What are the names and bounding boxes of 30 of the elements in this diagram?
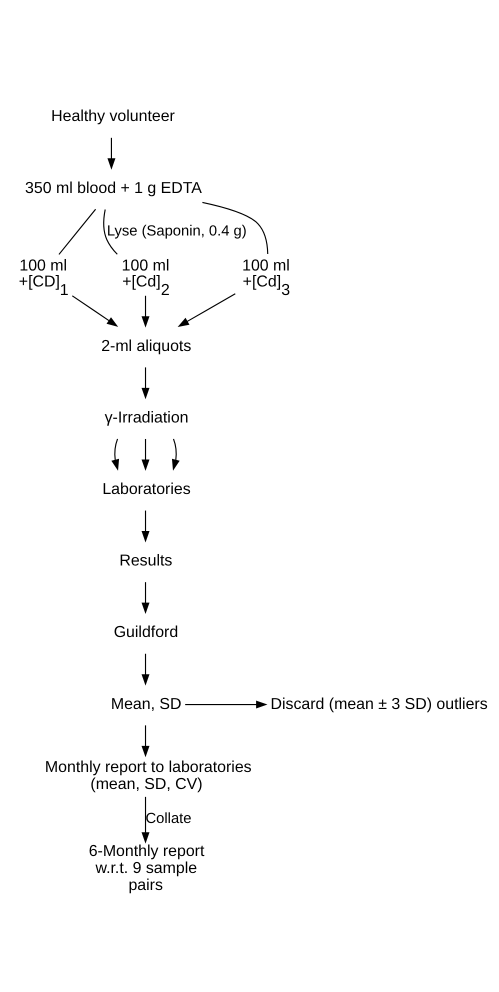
arrow — [107, 138, 116, 170]
arrow — [142, 296, 150, 328]
node-text: Mean, SD — [110, 696, 182, 713]
connector — [58, 208, 96, 255]
node-text: 6-Monthly report w.r.t. 9 sample pairs — [88, 842, 204, 894]
arrow — [142, 510, 150, 542]
node-text: Discard (mean ± 3 SD) outliers — [270, 696, 488, 713]
arrow — [142, 725, 150, 758]
arrow — [142, 654, 150, 686]
arrow — [142, 438, 150, 471]
node-text: γ-Irradiation — [104, 409, 189, 426]
edge-label: Lyse (Saponin, 0.4 g) — [106, 224, 247, 240]
arrow — [178, 293, 236, 327]
arrow — [72, 295, 118, 327]
arrow — [172, 438, 180, 471]
arrow — [185, 700, 268, 709]
arrow — [142, 796, 150, 844]
connector — [103, 209, 118, 255]
arrow — [142, 582, 150, 614]
node-text: Healthy volunteer — [51, 108, 175, 126]
arrow — [111, 438, 120, 471]
edge-label: Collate — [146, 811, 192, 828]
node-text: Results — [119, 552, 172, 570]
node-text: Laboratories — [102, 480, 191, 498]
arrow — [142, 367, 150, 400]
node-text: Guildford — [114, 624, 178, 642]
node-text: 350 ml blood + 1 g EDTA — [25, 180, 202, 197]
node-text: 2-ml aliquots — [101, 338, 192, 355]
node-text: Monthly report to laboratories (mean, SD, CV) — [44, 758, 252, 793]
connector — [202, 202, 268, 254]
